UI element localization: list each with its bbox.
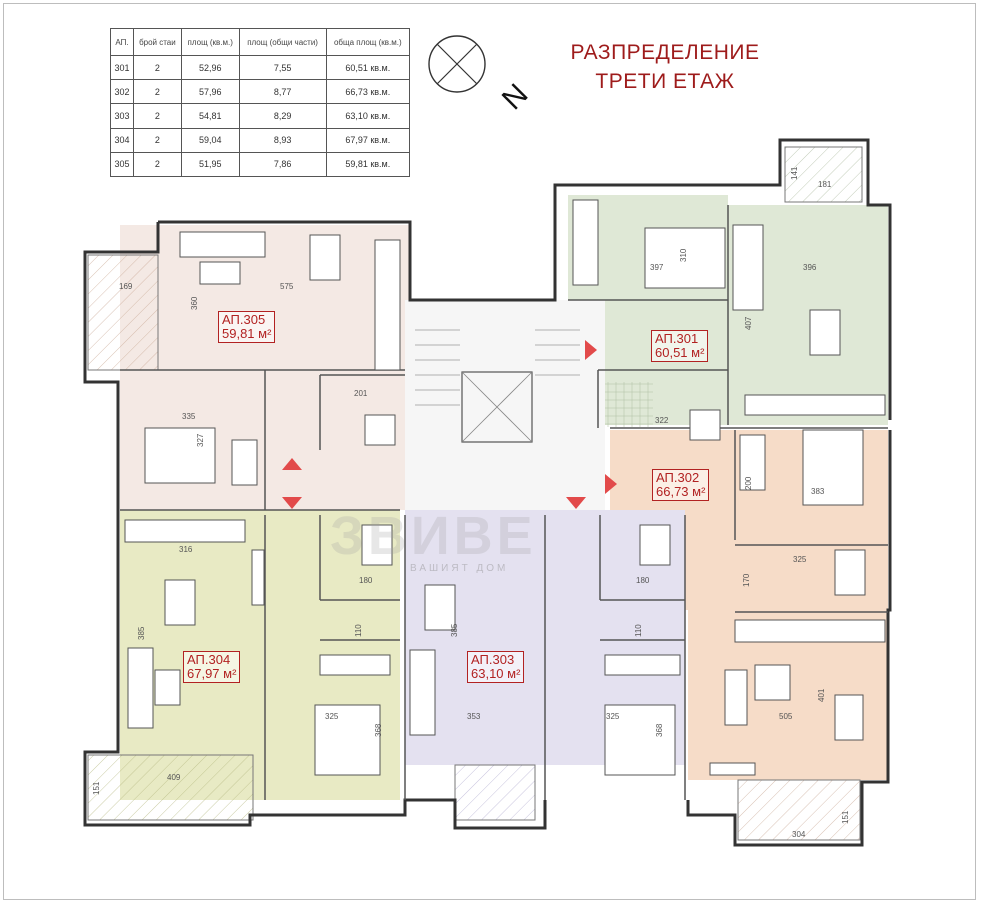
apartment-305-area-value: 59,81 м² [222,326,272,341]
table-cell: 60,51 кв.м. [325,54,411,81]
dimension-label: 316 [179,545,193,554]
dimension-label: 170 [742,573,751,587]
dimension-label: 360 [190,296,199,310]
dimension-label: 304 [792,830,806,839]
dimension-label: 396 [803,263,817,272]
dimension-label: 385 [450,623,459,637]
table-cell: 305 [110,151,134,178]
dimension-label: 201 [354,389,368,398]
dimension-label: 322 [655,416,669,425]
apartment-304-name: АП.304 [187,652,231,667]
dimension-label: 325 [606,712,620,721]
entrance-arrows [282,340,617,509]
dimension-label: 181 [818,180,832,189]
area-table: АП. брой стаи площ (кв.м.) площ (общи ча… [110,28,411,178]
north-label: N [496,78,535,117]
table-cell: 7,55 [238,54,327,81]
table-cell: 8,93 [238,127,327,153]
table-cell: 52,96 [180,54,240,81]
apartment-304-label: АП.304 67,97 м² [183,651,241,683]
table-cell: 57,96 [180,79,240,105]
interior-walls [120,205,888,800]
apartment-302-label: АП.302 66,73 м² [652,469,710,501]
apartment-303-name: АП.303 [471,652,515,667]
apartment-302-name: АП.302 [656,470,700,485]
apartment-301-label: АП.301 60,51 м² [651,330,709,362]
dimension-label: 353 [467,712,481,721]
table-cell: 59,04 [180,127,240,153]
dimension-label: 325 [325,712,339,721]
dimension-label: 151 [92,781,101,795]
dimension-label: 383 [811,487,825,496]
dimension-label: 385 [137,626,146,640]
col-total-area: обща площ (кв.м.) [325,28,411,56]
dimension-label: 401 [817,688,826,702]
table-cell: 51,95 [180,151,240,178]
dimension-label: 169 [119,282,133,291]
dimension-label: 110 [634,624,643,637]
dimension-label: 180 [359,576,373,585]
north-compass-icon [428,35,486,93]
apartment-305-name: АП.305 [222,312,266,327]
dimension-label: 151 [841,810,850,824]
dimension-label: 310 [679,248,688,262]
table-header-row: АП. брой стаи площ (кв.м.) площ (общи ча… [110,28,411,56]
furniture [124,199,886,776]
dimension-label: 575 [280,282,294,291]
dimension-label: 409 [167,773,181,782]
walls [83,138,892,847]
dimension-label: 407 [744,316,753,330]
dimension-label: 141 [790,166,799,180]
dimension-label: 368 [374,723,383,737]
dimension-label: 397 [650,263,664,272]
table-cell: 63,10 кв.м. [325,103,411,129]
title-line-2: ТРЕТИ ЕТАЖ [595,70,735,93]
dimension-label: 327 [196,433,205,447]
title-line-1: РАЗПРЕДЕЛЕНИЕ [570,41,760,64]
table-cell: 66,73 кв.м. [325,79,411,105]
page-title: РАЗПРЕДЕЛЕНИЕ ТРЕТИ ЕТАЖ [530,38,800,96]
page-frame [3,3,976,900]
stair-core [405,300,605,510]
apartment-301-name: АП.301 [655,331,699,346]
apartment-305-label: АП.305 59,81 м² [218,311,276,343]
dimension-label: 180 [636,576,650,585]
watermark: ЗВИВЕ [330,506,537,566]
watermark-sub: ВАШИЯТ ДОМ [410,563,509,574]
table-cell: 59,81 кв.м. [325,151,411,178]
apartment-301-area-value: 60,51 м² [655,345,705,360]
dimension-label: 505 [779,712,793,721]
apartment-304-area-value: 67,97 м² [187,666,237,681]
dimension-label: 335 [182,412,196,421]
apartment-302-area-value: 66,73 м² [656,484,706,499]
table-cell: 67,97 кв.м. [325,127,411,153]
table-cell: 7,86 [238,151,327,178]
dimension-label: 200 [744,476,753,490]
apartment-303-area-value: 63,10 м² [471,666,521,681]
apartment-303-label: АП.303 63,10 м² [467,651,525,683]
dimension-label: 368 [655,723,664,737]
dimension-label: 325 [793,555,807,564]
dimension-label: 110 [354,624,363,637]
table-cell: 8,77 [238,79,327,105]
table-cell: 2 [132,151,182,178]
